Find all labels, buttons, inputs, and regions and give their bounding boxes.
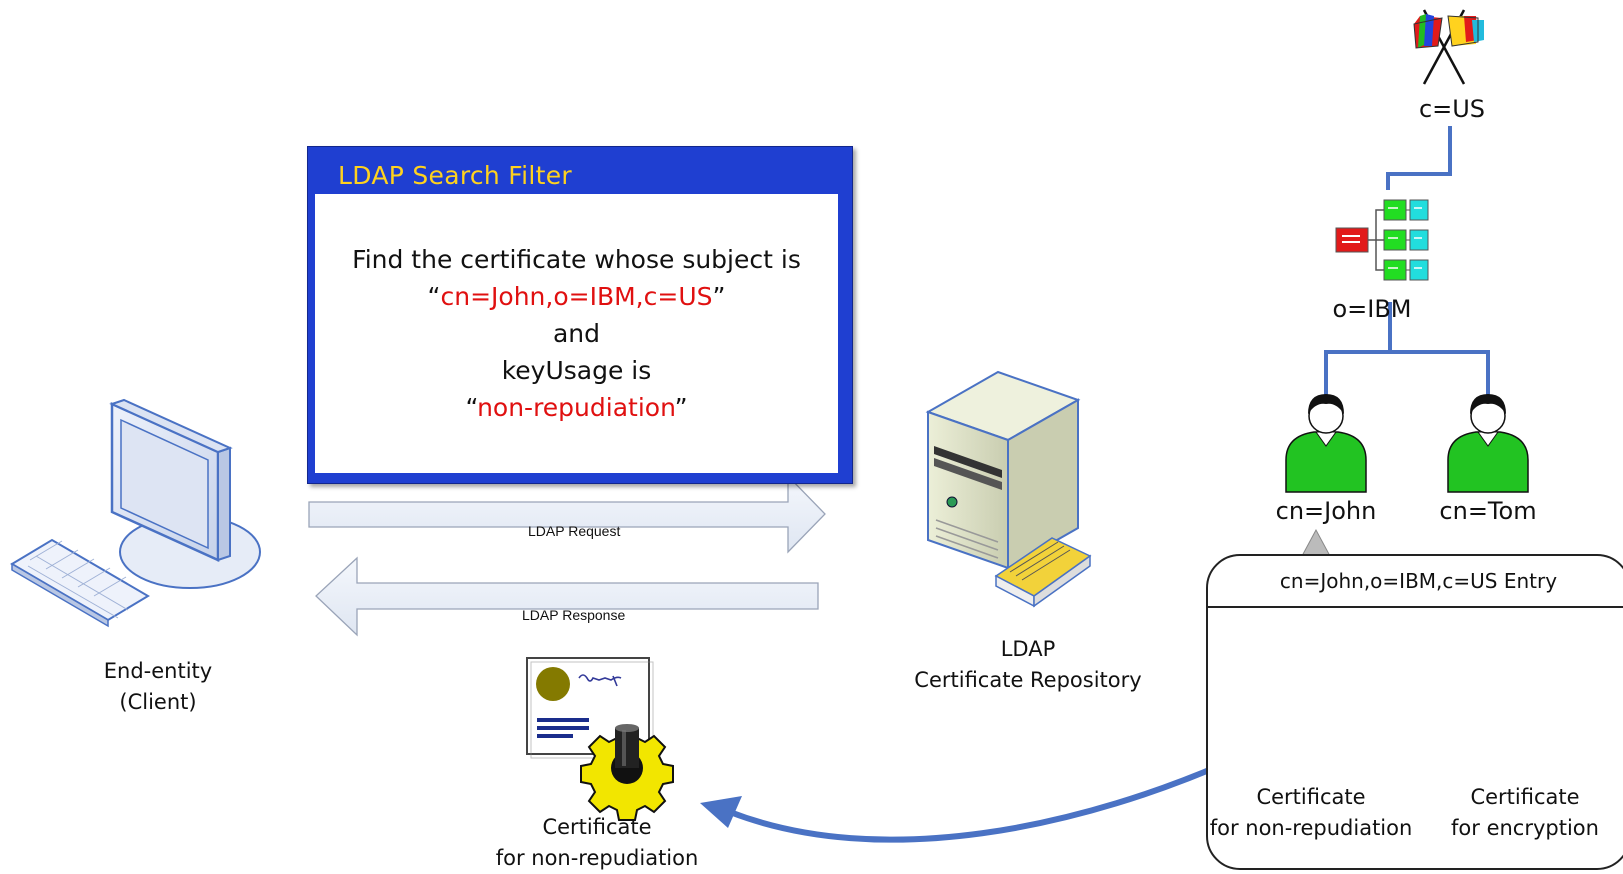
person-tom-icon	[1447, 393, 1529, 493]
directory-entry-box: cn=John,o=IBM,c=US Entry	[1206, 554, 1623, 870]
ldap-response-label: LDAP Response	[522, 607, 626, 623]
ldap-search-filter-panel: LDAP Search Filter Find the certificate …	[307, 146, 853, 484]
tree-org-label: o=IBM	[1332, 295, 1412, 323]
filter-subject-value: cn=John,o=IBM,c=US	[440, 282, 713, 311]
ldap-request-arrow	[308, 474, 826, 554]
returned-certificate-label: Certificate for non-repudiation	[477, 812, 717, 874]
person-john-icon	[1285, 393, 1367, 493]
filter-title: LDAP Search Filter	[338, 161, 573, 190]
entry-cert2-label: Certificate for encryption	[1430, 782, 1620, 844]
retrieval-flow-arrow	[700, 751, 1248, 843]
returned-certificate-line1: Certificate	[542, 815, 652, 839]
entry-cert2-line1: Certificate	[1470, 785, 1580, 809]
filter-subject-line: “cn=John,o=IBM,c=US”	[315, 278, 838, 315]
ldap-response-arrow	[315, 556, 819, 637]
entry-cert2-line2: for encryption	[1451, 816, 1599, 840]
directory-tree-lines	[1324, 126, 1490, 398]
tree-country-label: c=US	[1418, 95, 1486, 123]
repository-label: LDAP Certificate Repository	[898, 634, 1158, 696]
client-computer-icon	[10, 398, 261, 628]
filter-and: and	[552, 319, 601, 348]
tree-person1-label: cn=John	[1275, 497, 1377, 525]
client-label-line1: End-entity	[103, 659, 213, 683]
ldap-request-label: LDAP Request	[528, 523, 621, 539]
filter-keyusage-line: “non-repudiation”	[315, 389, 838, 426]
repository-label-line1: LDAP	[1000, 637, 1056, 661]
quote-close: ”	[712, 282, 726, 311]
country-flags-icon	[1413, 9, 1484, 85]
entry-cert1-line1: Certificate	[1256, 785, 1366, 809]
ldap-server-icon	[925, 370, 1092, 608]
repository-label-line2: Certificate Repository	[914, 668, 1142, 692]
quote-close: ”	[674, 393, 688, 422]
filter-keyusage-label: keyUsage is	[501, 356, 652, 385]
filter-keyusage-value: non-repudiation	[477, 393, 675, 422]
entry-title: cn=John,o=IBM,c=US Entry	[1279, 569, 1558, 593]
entry-callout-pointer	[1301, 528, 1331, 557]
entry-cert1-label: Certificate for non-repudiation	[1206, 782, 1416, 844]
client-label: End-entity (Client)	[58, 656, 258, 718]
filter-line-1: Find the certificate whose subject is	[352, 245, 801, 274]
organization-icon	[1335, 199, 1429, 281]
client-label-line2: (Client)	[119, 690, 197, 714]
entry-divider	[1208, 606, 1623, 608]
quote-open: “	[465, 393, 478, 422]
returned-certificate-line2: for non-repudiation	[495, 846, 699, 870]
entry-cert1-line2: for non-repudiation	[1209, 816, 1413, 840]
filter-body: Find the certificate whose subject is “c…	[315, 194, 838, 473]
quote-open: “	[427, 282, 441, 311]
tree-person2-label: cn=Tom	[1439, 497, 1537, 525]
returned-certificate-icon	[526, 657, 674, 821]
